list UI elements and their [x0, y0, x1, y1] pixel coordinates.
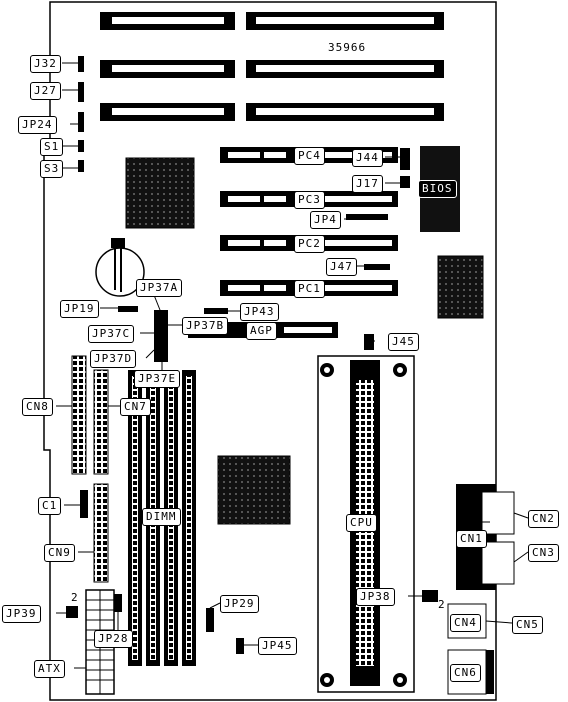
- cn9-header: [93, 483, 109, 583]
- battery: [95, 238, 145, 297]
- jp28-label: JP28: [94, 630, 133, 648]
- leader-lines: [56, 62, 529, 669]
- s1-label: S1: [40, 138, 64, 156]
- cn2-label: CN2: [528, 510, 559, 528]
- cn6-label: CN6: [450, 664, 481, 682]
- pc1-label: PC1: [294, 280, 325, 298]
- j47-label: J47: [326, 258, 357, 276]
- isa-slots: [100, 12, 444, 121]
- jp39-label: JP39: [2, 605, 41, 623]
- j27-label: J27: [30, 82, 61, 100]
- atx-label: ATX: [34, 660, 65, 678]
- j17-label: J17: [352, 175, 383, 193]
- jp45-label: JP45: [258, 637, 297, 655]
- c1-label: C1: [38, 497, 62, 515]
- jp19-label: JP19: [60, 300, 99, 318]
- pc4-label: PC4: [294, 147, 325, 165]
- jp38-pin-mark: 2: [438, 598, 446, 611]
- io-chip: [437, 255, 484, 319]
- cn1-label: CN1: [456, 530, 487, 548]
- cn3-label: CN3: [528, 544, 559, 562]
- jp37d-label: JP37D: [90, 350, 137, 368]
- jp37b-label: JP37B: [182, 317, 229, 335]
- jp37c-label: JP37C: [88, 325, 135, 343]
- bios-label: BIOS: [418, 180, 457, 198]
- north-bridge-chip: [217, 455, 291, 525]
- agp-label: AGP: [246, 322, 277, 340]
- jp4-label: JP4: [310, 211, 341, 229]
- pc2-label: PC2: [294, 235, 325, 253]
- chipset-chip: [125, 157, 195, 229]
- jp43-label: JP43: [240, 303, 279, 321]
- jp37a-label: JP37A: [136, 279, 183, 297]
- s3-label: S3: [40, 160, 64, 178]
- cpu-label: CPU: [346, 514, 377, 532]
- port-connectors: [447, 484, 515, 695]
- jp24-label: JP24: [18, 116, 57, 134]
- jp39-pin-mark: 2: [71, 591, 79, 604]
- j32-label: J32: [30, 55, 61, 73]
- j44-label: J44: [352, 149, 383, 167]
- cn7-header: [93, 369, 109, 475]
- jp38-label: JP38: [356, 588, 395, 606]
- cn4-label: CN4: [450, 614, 481, 632]
- jp37e-label: JP37E: [134, 370, 181, 388]
- jp29-label: JP29: [220, 595, 259, 613]
- cn7-label: CN7: [120, 398, 151, 416]
- cn8-header: [71, 355, 87, 475]
- board-number: 35966: [328, 41, 367, 54]
- pc3-label: PC3: [294, 191, 325, 209]
- j45-label: J45: [388, 333, 419, 351]
- dimm-label: DIMM: [142, 508, 181, 526]
- cn8-label: CN8: [22, 398, 53, 416]
- cn9-label: CN9: [44, 544, 75, 562]
- jumper-pins: [66, 56, 438, 654]
- cn5-label: CN5: [512, 616, 543, 634]
